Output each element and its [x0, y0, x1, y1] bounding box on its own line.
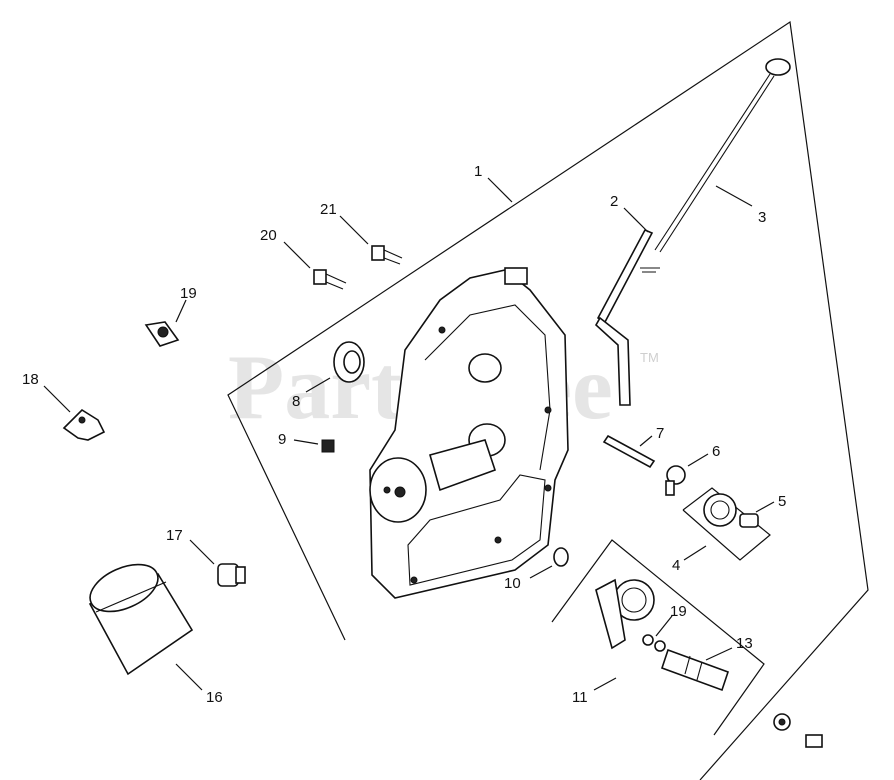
relief-valve-part-13[interactable]	[660, 648, 730, 692]
bolt-part-21[interactable]	[371, 245, 403, 265]
o-ring-part-10[interactable]	[553, 547, 569, 567]
callout-16: 16	[206, 689, 223, 706]
leader-1	[487, 177, 513, 203]
plug-part-9[interactable]	[321, 439, 335, 453]
bolt-part-20[interactable]	[313, 269, 347, 290]
callout-17: 17	[166, 527, 183, 544]
callout-13: 13	[736, 635, 753, 652]
callout-10: 10	[504, 575, 521, 592]
callout-6: 6	[712, 443, 720, 460]
leader-20	[283, 241, 311, 269]
gear-part-4[interactable]	[703, 493, 737, 527]
leader-8	[305, 377, 331, 393]
callout-18: 18	[22, 371, 39, 388]
oil-seal-part-8[interactable]	[333, 341, 365, 383]
callout-9: 9	[278, 431, 286, 448]
leader-10	[529, 565, 553, 579]
leader-7	[639, 435, 653, 447]
leader-6	[687, 453, 709, 467]
callout-5: 5	[778, 493, 786, 510]
washer-part-6[interactable]	[665, 465, 686, 496]
pin-part-7[interactable]	[602, 434, 656, 469]
elbow-fitting-part-18[interactable]	[62, 408, 106, 441]
dipstick-part-3[interactable]	[654, 58, 791, 253]
leader-19-left	[175, 299, 187, 323]
watermark-trademark: TM	[640, 350, 659, 365]
leader-11	[593, 677, 617, 691]
callout-19-left: 19	[180, 285, 197, 302]
gear-subassembly-outline	[682, 487, 771, 561]
callout-8: 8	[292, 393, 300, 410]
leader-13	[705, 647, 733, 661]
leader-16	[175, 663, 203, 691]
leader-9	[293, 439, 319, 445]
dipstick-tube-part-2[interactable]	[594, 228, 660, 406]
shaft-part-5[interactable]	[739, 513, 759, 528]
oil-filter-part-16[interactable]	[83, 555, 194, 676]
leader-2	[623, 207, 649, 233]
callout-1: 1	[474, 163, 482, 180]
callout-7: 7	[656, 425, 664, 442]
oil-pressure-switch-part-19[interactable]	[144, 321, 180, 347]
callout-3: 3	[758, 209, 766, 226]
leader-18	[43, 385, 71, 413]
bolt-bottom-right[interactable]	[805, 734, 823, 748]
leader-4	[683, 545, 707, 561]
callout-20: 20	[260, 227, 277, 244]
leader-19-pump	[655, 615, 673, 637]
leader-5	[755, 501, 775, 513]
leader-17	[189, 539, 215, 565]
callout-11: 11	[572, 689, 588, 706]
oil-pump-gear-part-11[interactable]	[595, 578, 655, 650]
callout-21: 21	[320, 201, 337, 218]
leader-21	[339, 215, 369, 245]
nipple-fitting-part-17[interactable]	[217, 563, 246, 587]
oil-pump-subassembly-outline	[551, 539, 765, 736]
leader-3	[715, 185, 753, 207]
gear-cover-part-1[interactable]	[369, 267, 569, 599]
assembly-outline	[227, 20, 869, 780]
washer-bottom-right[interactable]	[773, 713, 791, 731]
callout-19-pump: 19	[670, 603, 687, 620]
callout-2: 2	[610, 193, 618, 210]
o-ring-part-19-pump[interactable]	[642, 634, 666, 652]
callout-4: 4	[672, 557, 680, 574]
